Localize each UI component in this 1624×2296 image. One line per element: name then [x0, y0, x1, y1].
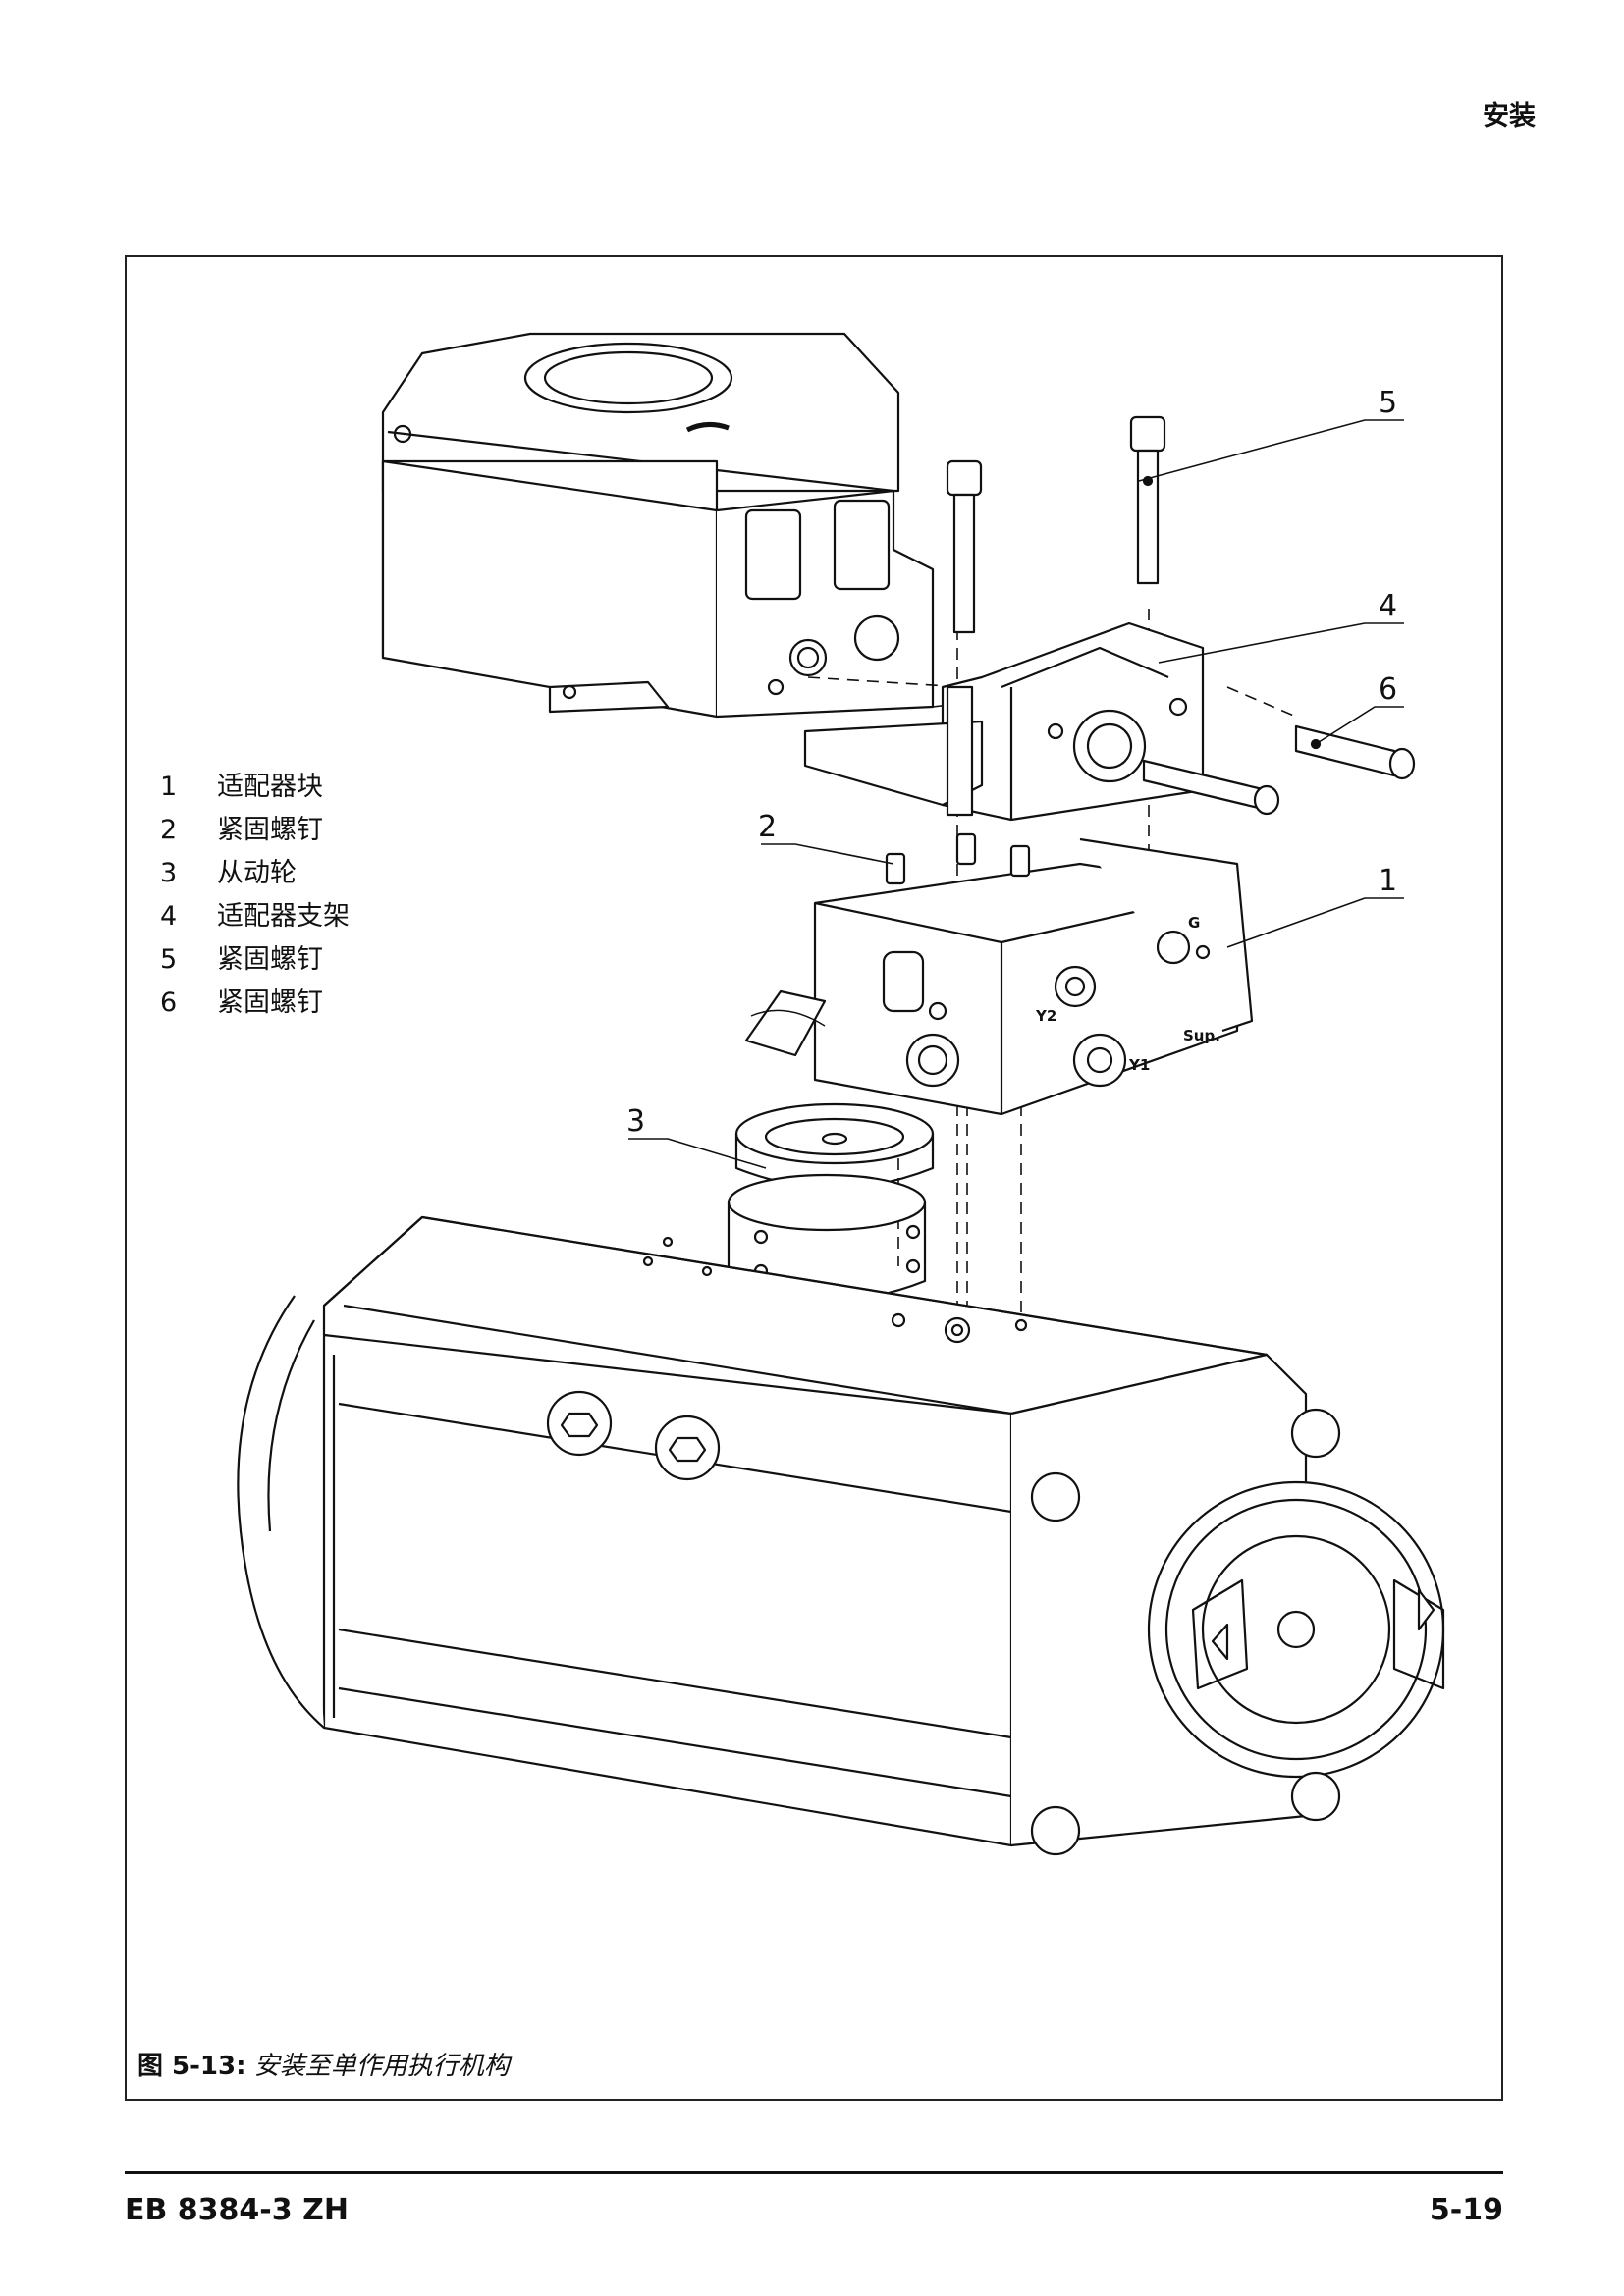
legend-number: 3: [160, 858, 178, 888]
legend-label: 紧固螺钉: [217, 815, 323, 845]
legend-item: 4 适配器支架: [160, 895, 350, 938]
legend-label: 适配器支架: [217, 901, 350, 932]
driven-wheel: [727, 1102, 935, 1303]
legend-item: 2 紧固螺钉: [160, 809, 350, 852]
document-id: EB 8384-3 ZH: [125, 2193, 349, 2227]
callout-5: 5: [1379, 386, 1397, 420]
legend-number: 2: [160, 815, 178, 845]
callout-4: 4: [1379, 589, 1397, 623]
figure-caption: 图 5-13: 安装至单作用执行机构: [137, 2046, 510, 2082]
legend-number: 4: [160, 901, 178, 932]
screw-6: [1142, 724, 1416, 816]
positioner-housing: [381, 332, 935, 719]
caption-label: 图 5-13:: [137, 2052, 246, 2081]
section-title: 安装: [1483, 101, 1536, 132]
legend-item: 5 紧固螺钉: [160, 938, 350, 982]
callout-2: 2: [758, 810, 777, 844]
legend-item: 1 适配器块: [160, 766, 350, 809]
pneumatic-actuator: [237, 1215, 1445, 1856]
legend-label: 紧固螺钉: [217, 944, 323, 975]
callout-3: 3: [626, 1104, 645, 1139]
footer-divider: [125, 2171, 1503, 2174]
parts-legend: 1 适配器块 2 紧固螺钉 3 从动轮 4 适配器支架 5 紧固螺钉 6 紧固螺…: [160, 766, 350, 1025]
legend-label: 适配器块: [217, 772, 323, 802]
marking-g: G: [1188, 914, 1200, 932]
legend-number: 5: [160, 944, 178, 975]
screw-5-left: [946, 459, 983, 634]
marking-y1: Y1: [1128, 1056, 1150, 1074]
adapter-block: Y2 Y1 Sup. G: [744, 832, 1254, 1116]
callout-leaders: [628, 419, 1404, 1169]
screw-5-right: [1129, 415, 1166, 585]
legend-label: 紧固螺钉: [217, 988, 323, 1018]
marking-sup: Sup.: [1183, 1027, 1220, 1044]
adapter-bracket: [803, 621, 1205, 822]
marking-y2: Y2: [1035, 1007, 1056, 1025]
legend-number: 1: [160, 772, 178, 802]
page-number: 5-19: [1429, 2193, 1503, 2227]
callout-6: 6: [1379, 672, 1397, 707]
callout-1: 1: [1379, 864, 1397, 898]
legend-number: 6: [160, 988, 178, 1018]
legend-label: 从动轮: [217, 858, 297, 888]
legend-item: 3 从动轮: [160, 852, 350, 895]
legend-item: 6 紧固螺钉: [160, 982, 350, 1025]
figure-frame: [125, 255, 1503, 2101]
caption-text: 安装至单作用执行机构: [253, 2052, 510, 2081]
